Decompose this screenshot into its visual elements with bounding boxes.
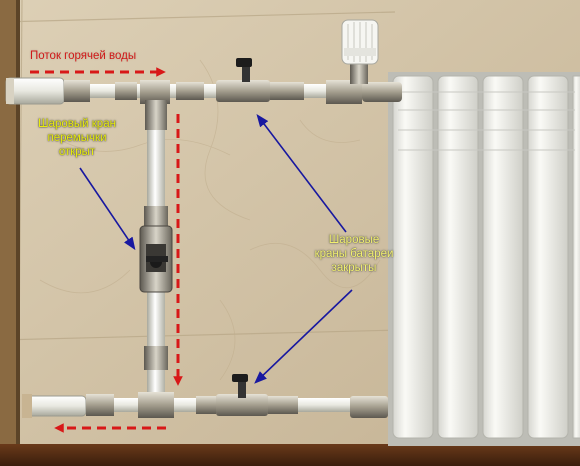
radiator-icon xyxy=(388,72,580,446)
thermostatic-head-icon xyxy=(341,19,379,84)
radiator-valves-label-line: закрыты xyxy=(331,262,377,274)
pointer-arrow-bypass xyxy=(79,167,136,251)
top-ball-valve-icon xyxy=(236,58,252,82)
bottom-ball-valve-icon xyxy=(232,374,248,398)
pointer-arrows xyxy=(79,113,353,384)
wall-texture-streaks xyxy=(39,59,381,381)
pointer-arrow-bottom-valve xyxy=(254,289,353,384)
radiator-valves-label: Шаровые краны батареи закрыты xyxy=(300,233,408,275)
left-window-frame xyxy=(0,0,16,466)
bypass-ball-valve-icon xyxy=(139,225,173,293)
bypass-valve-label-line: перемычки xyxy=(47,132,107,144)
bypass-vertical-pipe xyxy=(144,100,168,392)
bottom-return-pipe xyxy=(22,392,388,418)
hot-water-flow-label: Поток горячей воды xyxy=(30,50,137,62)
bypass-valve-label-line: Шаровый кран xyxy=(38,118,116,130)
floor-board xyxy=(0,444,580,466)
hot-water-flow-arrows xyxy=(30,67,183,433)
pointer-arrow-top-valve xyxy=(256,113,347,233)
radiator-valves-label-line: краны батареи xyxy=(314,248,394,260)
bypass-valve-label: Шаровый кран перемычки открыт xyxy=(22,117,132,159)
bypass-valve-label-line: открыт xyxy=(58,146,96,158)
radiator-valves-label-line: Шаровые xyxy=(328,234,380,246)
